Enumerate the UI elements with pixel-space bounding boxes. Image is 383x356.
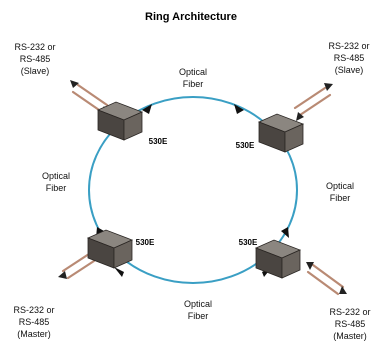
- port-label-top-left: RS-232 or RS-485 (Slave): [14, 42, 55, 76]
- cable-arrowhead: [296, 112, 304, 121]
- fiber-label-right: Optical Fiber: [326, 181, 354, 203]
- fiber-label-line: Fiber: [330, 193, 351, 203]
- port-label-bottom-right: RS-232 or RS-485 (Master): [329, 307, 370, 341]
- fiber-arrowhead: [234, 104, 244, 114]
- serial-cable-line: [71, 90, 104, 114]
- port-label-line: (Slave): [335, 65, 364, 75]
- cable-arrowhead: [339, 286, 347, 294]
- device-model-label: 530E: [136, 238, 155, 247]
- port-label-line: RS-485: [335, 319, 366, 329]
- fiber-arrowhead: [142, 104, 152, 114]
- box-right-face: [123, 111, 143, 141]
- fiber-label-line: Fiber: [183, 79, 204, 89]
- port-label-line: (Slave): [21, 66, 50, 76]
- port-label-line: RS-485: [334, 53, 365, 63]
- serial-cable-line: [76, 83, 109, 107]
- fiber-label-line: Optical: [179, 67, 207, 77]
- fiber-label-line: Optical: [42, 171, 70, 181]
- cable-arrowhead: [324, 83, 333, 91]
- port-label-line: (Master): [333, 331, 367, 341]
- port-label-line: RS-232 or: [328, 41, 369, 51]
- port-label-line: RS-232 or: [329, 307, 370, 317]
- device-model-label: 530E: [236, 141, 255, 150]
- port-label-bottom-left: RS-232 or RS-485 (Master): [13, 305, 54, 339]
- fiber-label-left: Optical Fiber: [42, 171, 70, 193]
- port-label-line: RS-232 or: [14, 42, 55, 52]
- device-model-label: 530E: [149, 137, 168, 146]
- serial-cable-line: [306, 270, 340, 296]
- fiber-label-line: Optical: [184, 299, 212, 309]
- port-label-top-right: RS-232 or RS-485 (Slave): [328, 41, 369, 75]
- port-label-line: RS-485: [20, 54, 51, 64]
- cable-arrowhead: [70, 80, 79, 88]
- fiber-label-line: Fiber: [188, 311, 209, 321]
- port-label-line: RS-485: [19, 317, 50, 327]
- device-top-right: [257, 113, 305, 153]
- port-label-line: (Master): [17, 329, 51, 339]
- device-bottom-left: [86, 229, 134, 269]
- box-right-face: [284, 123, 304, 153]
- fiber-arrowhead: [281, 227, 289, 238]
- cable-arrowhead: [306, 262, 314, 270]
- diagram-title: Ring Architecture: [145, 11, 237, 23]
- device-bottom-right: [254, 239, 302, 279]
- serial-cable-line: [61, 252, 91, 273]
- port-label-line: RS-232 or: [13, 305, 54, 315]
- fiber-arrowhead: [114, 267, 124, 277]
- serial-cables: [61, 83, 345, 296]
- box-right-face: [281, 249, 301, 279]
- device-model-label: 530E: [239, 238, 258, 247]
- fiber-label-top: Optical Fiber: [179, 67, 207, 89]
- serial-cable-line: [298, 93, 332, 117]
- fiber-label-bottom: Optical Fiber: [184, 299, 212, 321]
- serial-cable-line: [293, 86, 327, 110]
- fiber-label-line: Optical: [326, 181, 354, 191]
- box-right-face: [113, 239, 133, 269]
- serial-cable-line: [66, 259, 96, 280]
- serial-cable-line: [311, 263, 345, 289]
- device-top-left: [96, 101, 144, 141]
- fiber-ring: [88, 96, 298, 284]
- cable-arrowhead: [58, 271, 67, 279]
- fiber-label-line: Fiber: [46, 183, 67, 193]
